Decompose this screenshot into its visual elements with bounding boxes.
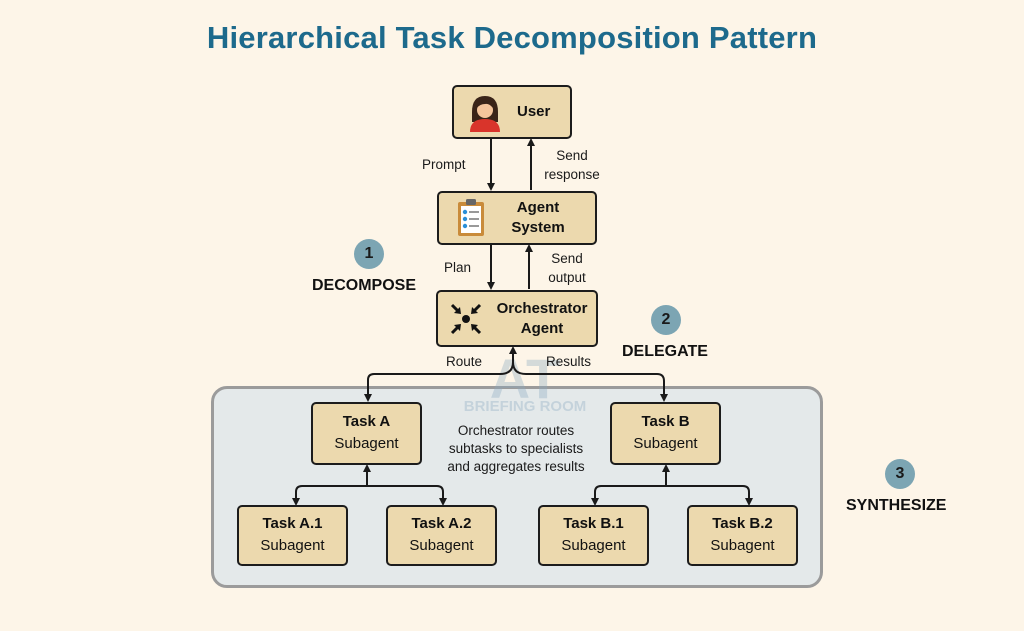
converge-arrows-icon <box>450 303 482 335</box>
plan-label: Plan <box>444 260 472 275</box>
task-a2-node: Task A.2 Subagent <box>386 505 497 566</box>
task-b-sub: Subagent <box>633 434 698 452</box>
phase-2-label: DELEGATE <box>622 343 708 360</box>
task-b1-sub: Subagent <box>561 536 626 554</box>
phase-1-badge: 1 <box>354 239 384 269</box>
watermark-logo: AT <box>489 347 561 410</box>
task-a-sub: Subagent <box>334 434 399 452</box>
send-output-label: Send output <box>548 251 586 285</box>
phase-3-badge: 3 <box>885 459 915 489</box>
task-b2-node: Task B.2 Subagent <box>687 505 798 566</box>
task-a-node: Task A Subagent <box>311 402 422 465</box>
task-b2-sub: Subagent <box>710 536 775 554</box>
task-a-title: Task A <box>342 412 391 430</box>
phase-1-label: DECOMPOSE <box>312 277 417 294</box>
route-label: Route <box>446 354 483 369</box>
task-b2-title: Task B.2 <box>712 514 773 532</box>
task-b1-title: Task B.1 <box>563 514 624 532</box>
task-a1-node: Task A.1 Subagent <box>237 505 348 566</box>
user-avatar-icon <box>470 96 500 132</box>
diagram-title: Hierarchical Task Decomposition Pattern <box>206 20 818 55</box>
task-b-node: Task B Subagent <box>610 402 721 465</box>
orchestrator-line1: Orchestrator <box>496 299 588 317</box>
task-a1-title: Task A.1 <box>262 514 323 532</box>
group-note: Orchestrator routes subtasks to speciali… <box>447 423 585 474</box>
task-b1-node: Task B.1 Subagent <box>538 505 649 566</box>
task-a1-sub: Subagent <box>260 536 325 554</box>
agent-system-line2: System <box>511 219 565 236</box>
phase-2-badge: 2 <box>651 305 681 335</box>
task-a2-title: Task A.2 <box>411 514 472 532</box>
agent-system-line1: Agent <box>516 199 560 216</box>
orchestrator-line2: Agent <box>520 319 564 337</box>
send-response-label: Send response <box>544 148 600 182</box>
task-b-title: Task B <box>641 412 690 430</box>
watermark-text: BRIEFING ROOM <box>463 398 587 415</box>
clipboard-checklist-icon <box>458 199 484 236</box>
user-label: User <box>517 103 551 120</box>
task-a2-sub: Subagent <box>409 536 474 554</box>
phase-3-label: SYNTHESIZE <box>846 497 947 514</box>
prompt-label: Prompt <box>422 157 466 172</box>
results-label: Results <box>546 354 592 369</box>
